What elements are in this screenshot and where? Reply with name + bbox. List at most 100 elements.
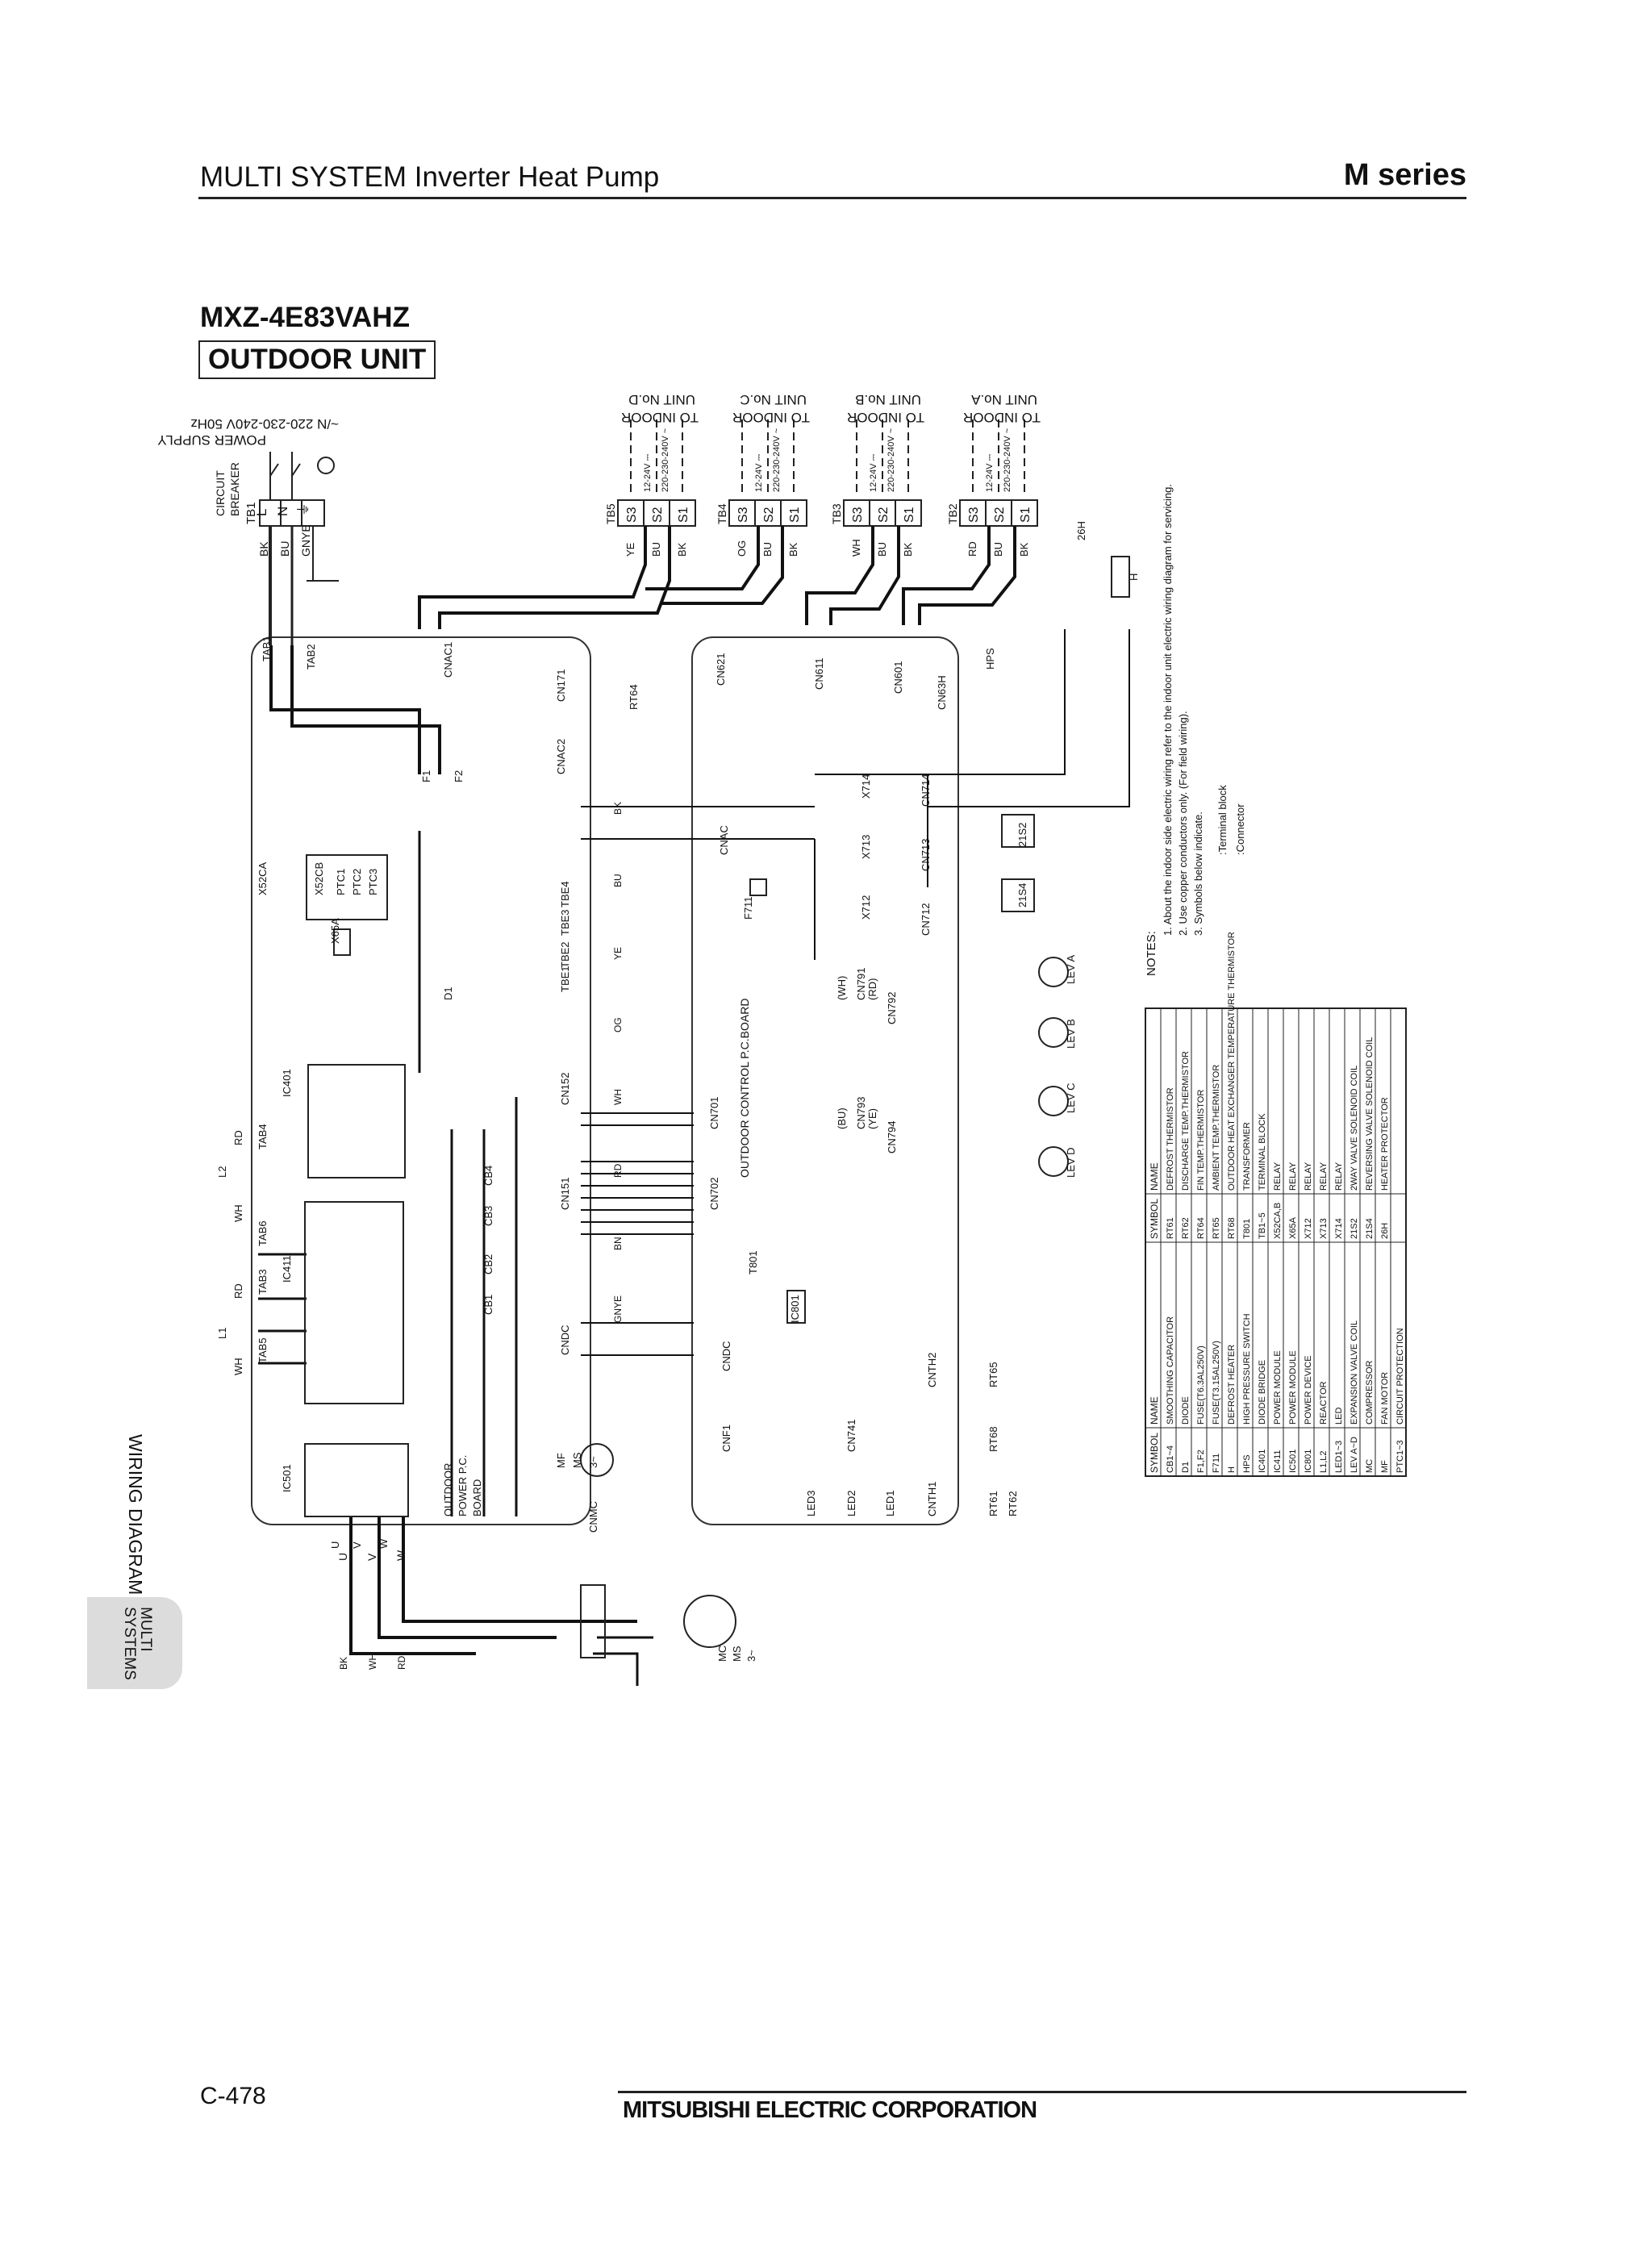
power-board-part: TAB3	[257, 1269, 269, 1295]
legend-symbol: 26H	[1380, 1223, 1390, 1239]
wire-color: BK	[612, 802, 624, 815]
control-board-part: IC801	[789, 1295, 801, 1323]
power-board-part: TBE3	[559, 909, 571, 936]
power-board-part: CNAC2	[555, 739, 567, 774]
terminal-label: S3	[851, 507, 865, 523]
21s2-coil	[1001, 814, 1035, 848]
power-board-outline	[251, 636, 591, 1525]
legend-name: SMOOTHING CAPACITOR	[1166, 1316, 1175, 1425]
indoor-unit-label: UNIT No.C	[740, 392, 807, 407]
page-header-title: MULTI SYSTEM Inverter Heat Pump	[200, 161, 660, 193]
legend-symbol: H	[1227, 1466, 1237, 1473]
lev-a-motor	[1038, 957, 1069, 987]
legend-header: NAME	[1149, 1162, 1160, 1191]
wire-color: WH	[850, 539, 862, 557]
control-board-part: CNAC	[718, 825, 730, 855]
control-board-part: X712	[860, 895, 872, 920]
wire-color: OG	[736, 540, 748, 557]
section-tab[interactable]	[87, 1597, 182, 1689]
control-board-part: CN794	[886, 1121, 898, 1153]
wire-color: RD	[232, 1130, 244, 1145]
ic401-bridge	[307, 1064, 406, 1178]
note-item: 3. Symbols below indicate.	[1192, 811, 1204, 936]
legend-name: FUSE(T3.15AL250V)	[1212, 1341, 1221, 1425]
control-board-part: CN621	[715, 653, 727, 686]
lev-c-motor	[1038, 1086, 1069, 1116]
wire-color: RD	[966, 541, 978, 557]
legend-name: CIRCUIT PROTECTION	[1395, 1328, 1405, 1425]
relay-bank	[306, 854, 388, 920]
power-board-part: PTC2	[351, 869, 363, 895]
legend-symbol: X712	[1304, 1218, 1313, 1239]
legend-name: POWER MODULE	[1288, 1350, 1298, 1425]
power-board-part: TAB1	[261, 636, 273, 661]
terminal-block-label: TB5	[604, 503, 617, 524]
wire-color: BK	[338, 1657, 349, 1670]
legend-symbol: RT68	[1227, 1217, 1237, 1239]
control-board-part: CN792	[886, 992, 898, 1024]
legend-name: COMPRESSOR	[1365, 1360, 1375, 1425]
wire-color: OG	[612, 1017, 624, 1032]
legend-name: LED	[1334, 1408, 1344, 1425]
compressor-label: MC	[716, 1646, 728, 1662]
terminal-block-label: TB4	[715, 503, 728, 524]
terminal-label: S1	[903, 507, 916, 523]
legend-symbol: X713	[1319, 1218, 1329, 1239]
indoor-unit-label: UNIT No.A	[970, 392, 1037, 407]
legend-name: OUTDOOR HEAT EXCHANGER TEMPERATURE THERM…	[1227, 932, 1237, 1191]
power-board-part: IC401	[281, 1069, 293, 1097]
voltage-label: 12-24V ⎓	[643, 453, 653, 492]
power-board-part: X65A	[329, 918, 341, 944]
legend-name: EXPANSION VALVE COIL	[1350, 1320, 1359, 1425]
tb1-label: TB1	[244, 502, 258, 524]
indoor-unit-label: TO INDOOR	[847, 410, 924, 425]
control-board-part: 21S2	[1016, 823, 1028, 847]
wire-color: RD	[232, 1283, 244, 1299]
legend-symbol: IC501	[1288, 1450, 1298, 1473]
terminal-label: S2	[877, 507, 891, 523]
wire-color: YE	[624, 542, 636, 557]
model-name: MXZ-4E83VAHZ	[200, 302, 410, 333]
legend-symbol: IC401	[1258, 1450, 1267, 1473]
connector-color: (BU)	[836, 1108, 848, 1129]
control-board-part: LEV C	[1065, 1083, 1077, 1113]
x65a-relay	[333, 928, 351, 956]
tab-line-1: MULTI	[137, 1607, 154, 1652]
terminal-block-label: TB2	[946, 503, 959, 524]
fan-motor-label: MS	[571, 1452, 583, 1468]
wire-color: GNYE	[299, 524, 312, 557]
legend-symbol: IC411	[1273, 1450, 1283, 1473]
control-board-part: CN713	[920, 839, 932, 871]
power-board-part: W	[378, 1538, 390, 1549]
legend-name: 2WAY VALVE SOLENOID COIL	[1350, 1066, 1359, 1191]
power-board-part: L2	[216, 1166, 228, 1178]
power-board-part: U	[329, 1541, 341, 1549]
heater-protector-label: 26H	[1075, 521, 1087, 540]
terminal-label: S1	[677, 507, 690, 523]
power-supply-spec: ~/N 220-230-240V 50Hz	[190, 416, 339, 432]
legend-name: HEATER PROTECTOR	[1380, 1097, 1390, 1191]
company-name: MITSUBISHI ELECTRIC CORPORATION	[623, 2097, 1037, 2123]
control-board-part: LEV A	[1065, 955, 1077, 984]
compressor-label: MS	[731, 1646, 743, 1662]
control-board-part: CN741	[845, 1420, 857, 1452]
wire-color: BU	[278, 541, 291, 557]
control-board-part: LEV D	[1065, 1147, 1077, 1178]
wire-color: BK	[902, 542, 914, 557]
phase-label: U	[336, 1553, 349, 1561]
note-item: 2. Use copper conductors only. (For fiel…	[1177, 711, 1189, 936]
power-board-part: L1	[216, 1328, 228, 1339]
control-board-outline	[691, 636, 959, 1525]
legend-symbol: TB1~5	[1258, 1212, 1267, 1239]
terminal-label: S3	[736, 507, 750, 523]
wire-color: BK	[1018, 542, 1030, 557]
wire-color: BU	[612, 874, 624, 887]
control-board-part: CNTH1	[926, 1482, 938, 1516]
legend-name: TRANSFORMER	[1242, 1122, 1252, 1191]
legend-name: FIN TEMP.THERMISTOR	[1196, 1090, 1206, 1191]
wire-color: WH	[232, 1204, 244, 1222]
power-board-label: BOARD	[471, 1479, 483, 1516]
21s4-coil	[1001, 878, 1035, 912]
